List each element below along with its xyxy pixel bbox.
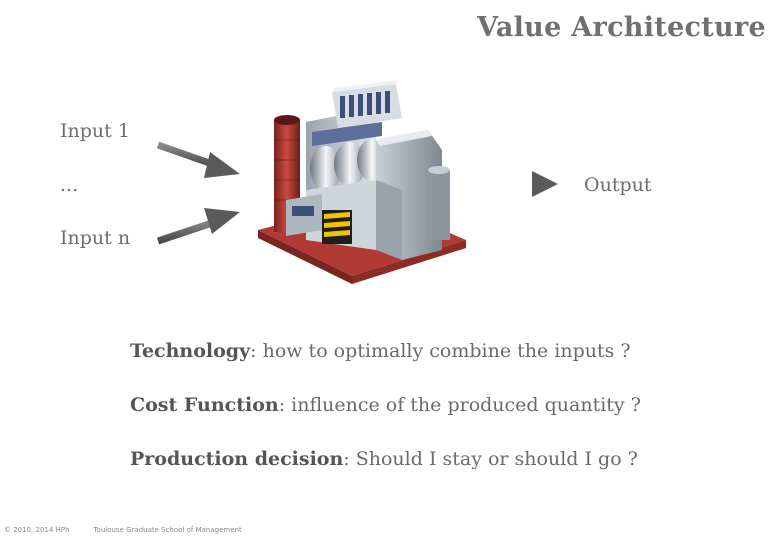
production-decision-text: : Should I stay or should I go ? [343, 448, 638, 470]
cost-function-term: Cost Function [130, 394, 279, 416]
cost-function-text: : influence of the produced quantity ? [278, 394, 641, 416]
input-n-label: Input n [60, 227, 131, 249]
production-decision-term: Production decision [130, 448, 344, 470]
output-label: Output [584, 174, 652, 196]
input-1-label: Input 1 [60, 120, 130, 142]
technology-text: : how to optimally combine the inputs ? [250, 340, 631, 362]
footer-school: Toulouse Graduate School of Management [93, 526, 242, 534]
technology-term: Technology [130, 340, 251, 362]
arrow-icon [494, 171, 558, 197]
factory-icon [258, 80, 466, 284]
cost-function-line: Cost Function: influence of the produced… [130, 394, 641, 416]
arrow-icon [156, 208, 240, 245]
footer-copyright: © 2010, 2014 HPh [4, 526, 70, 534]
footer: © 2010, 2014 HPh Toulouse Graduate School… [4, 526, 266, 534]
technology-line: Technology: how to optimally combine the… [130, 340, 631, 362]
arrow-icon [156, 141, 240, 178]
slide-title: Value Architecture [477, 12, 766, 43]
production-decision-line: Production decision: Should I stay or sh… [130, 448, 638, 470]
input-ellipsis-label: ... [60, 174, 79, 196]
